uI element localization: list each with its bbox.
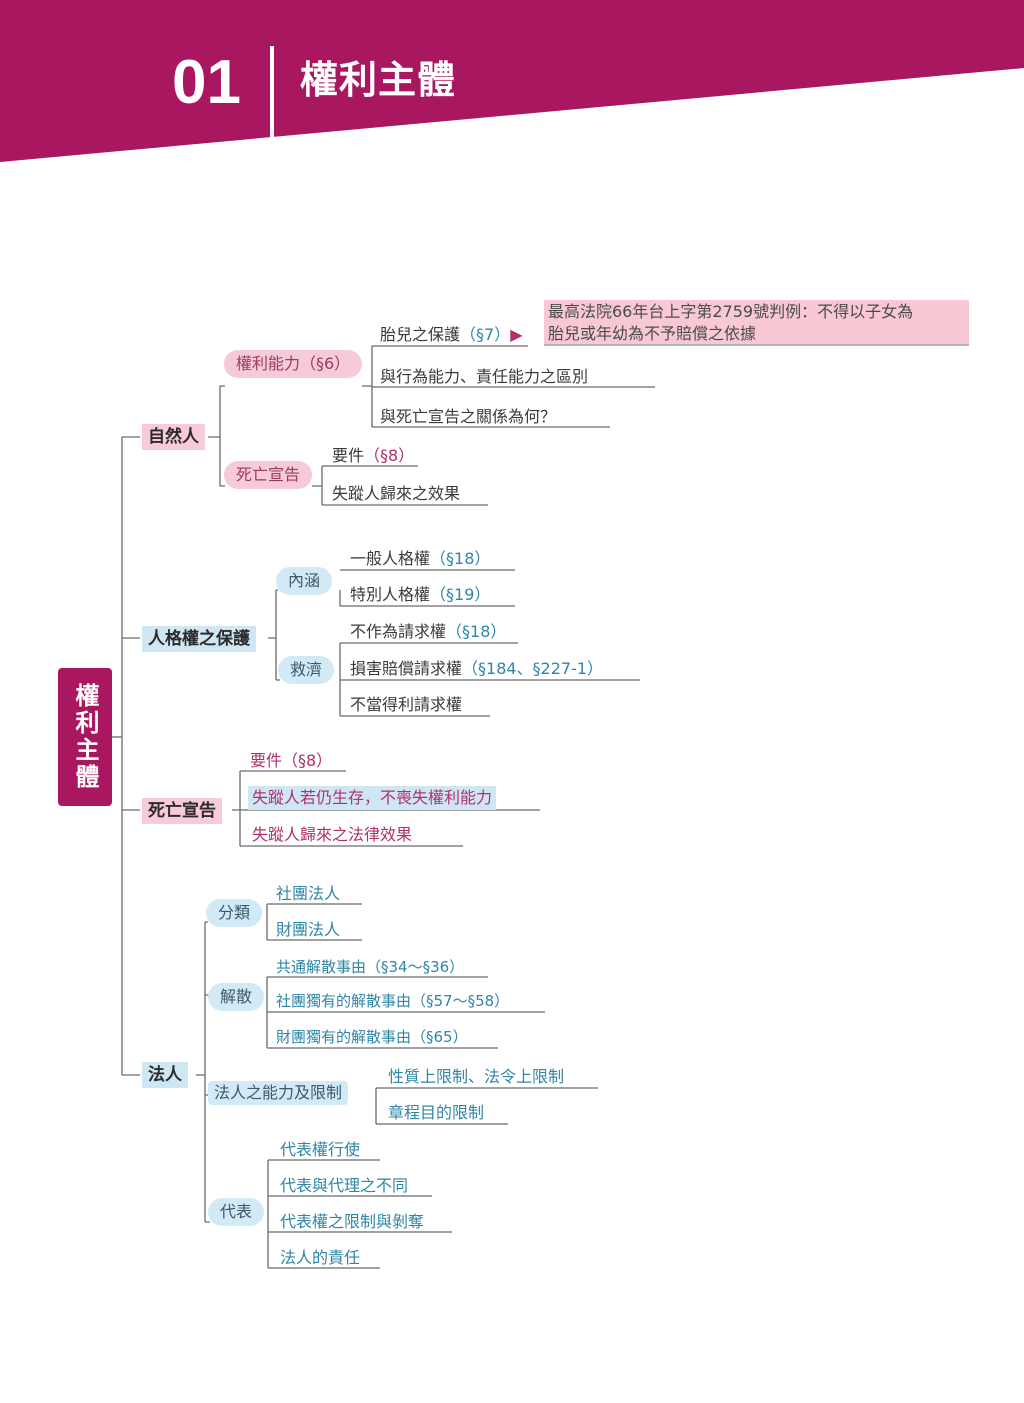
unjust-enrichment-item: 不當得利請求權 [350, 695, 463, 714]
association-dissolution-item: 社團獨有的解散事由（§57～§58） [276, 992, 510, 1010]
representation-node: 代表 [208, 1198, 265, 1226]
capacity-limits-node: 法人之能力及限制 [208, 1081, 349, 1105]
special-personality-label: 特別人格權 [350, 585, 431, 604]
death-requirement-label: 要件 [332, 446, 365, 465]
remedy-node: 救濟 [278, 656, 335, 684]
root-node: 權利主體 [58, 668, 112, 806]
classification-node: 分類 [206, 899, 263, 927]
chapter-banner [0, 0, 1024, 162]
general-personality-item: 一般人格權（§18） [350, 548, 490, 570]
juristic-person-node: 法人 [142, 1062, 188, 1088]
general-personality-ref: （§18） [430, 549, 491, 568]
personality-rights-node: 人格權之保護 [142, 626, 256, 652]
fetus-protection-label: 胎兒之保護 [380, 325, 461, 344]
special-personality-ref: （§19） [430, 585, 491, 604]
death-declaration-sub-node: 死亡宣告 [224, 461, 313, 489]
special-personality-item: 特別人格權（§19） [350, 584, 490, 606]
death-decl-requirement-item: 要件（§8） [250, 751, 333, 770]
capacity-difference-item: 與行為能力、責任能力之區別 [380, 367, 589, 386]
root-label: 權利主體 [71, 683, 99, 791]
common-dissolution-item: 共通解散事由（§34～§36） [276, 958, 465, 976]
still-alive-item: 失蹤人若仍生存，不喪失權利能力 [248, 786, 497, 810]
content-node: 內涵 [276, 567, 333, 595]
charter-limits-item: 章程目的限制 [388, 1103, 485, 1122]
injunction-item: 不作為請求權（§18） [350, 621, 506, 643]
chapter-title: 權利主體 [300, 57, 457, 102]
natural-person-node: 自然人 [142, 424, 205, 450]
representation-exercise-item: 代表權行使 [280, 1140, 361, 1159]
damages-label: 損害賠償請求權 [350, 659, 463, 678]
fetus-protection-item: 胎兒之保護（§7）▶ [380, 324, 523, 346]
legal-capacity-node: 權利能力（§6） [224, 350, 363, 378]
association-item: 社團法人 [276, 884, 341, 903]
legal-effect-return-item: 失蹤人歸來之法律效果 [252, 825, 413, 844]
arrow-right-icon: ▶ [510, 325, 523, 344]
death-relation-item: 與死亡宣告之關係為何？ [380, 407, 557, 426]
foundation-item: 財團法人 [276, 920, 341, 939]
general-personality-label: 一般人格權 [350, 549, 431, 568]
missing-return-item: 失蹤人歸來之效果 [332, 484, 461, 503]
chapter-number: 01 [172, 48, 241, 117]
representation-limit-item: 代表權之限制與剝奪 [280, 1212, 425, 1231]
supreme-court-case-box: 最高法院66年台上字第2759號判例：不得以子女為 胎兒或年幼為不予賠償之依據 [544, 300, 969, 346]
fetus-protection-ref: （§7） [460, 325, 511, 344]
case-line-1: 最高法院66年台上字第2759號判例：不得以子女為 [548, 302, 914, 321]
foundation-dissolution-item: 財團獨有的解散事由（§65） [276, 1028, 468, 1046]
injunction-ref: （§18） [446, 622, 507, 641]
death-requirement-item: 要件（§8） [332, 445, 414, 467]
damages-item: 損害賠償請求權（§184、§227-1） [350, 658, 603, 680]
nature-law-limits-item: 性質上限制、法令上限制 [388, 1067, 565, 1086]
dissolution-node: 解散 [208, 983, 265, 1011]
representation-agency-diff-item: 代表與代理之不同 [280, 1176, 409, 1195]
injunction-label: 不作為請求權 [350, 622, 447, 641]
case-line-2: 胎兒或年幼為不予賠償之依據 [548, 324, 757, 343]
death-requirement-ref: （§8） [364, 446, 415, 465]
death-declaration-node: 死亡宣告 [142, 798, 222, 824]
damages-ref: （§184、§227-1） [462, 659, 604, 678]
juristic-liability-item: 法人的責任 [280, 1248, 361, 1267]
